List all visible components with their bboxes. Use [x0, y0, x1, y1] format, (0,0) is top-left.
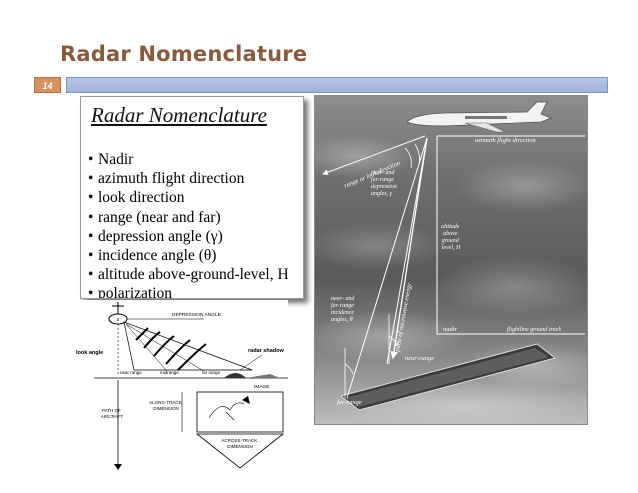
aircraft-icon	[406, 101, 553, 133]
slide-title: Radar Nomenclature	[60, 42, 308, 66]
label-near-range-ground: near range	[120, 370, 142, 375]
label-theta: θ	[395, 340, 399, 348]
label-gamma: γ	[419, 154, 422, 162]
title-bar	[66, 77, 608, 93]
bullet-incidence-angle: incidence angle (θ)	[88, 246, 289, 265]
label-far-range-ground: far range	[202, 370, 221, 375]
label-far-range: far-range	[337, 399, 362, 406]
label-nadir: nadir	[443, 326, 458, 333]
label-along-track: ALONG-TRACK DIMENSION	[149, 400, 183, 411]
across-track-arrow	[195, 433, 285, 469]
bullet-range: range (near and far)	[88, 208, 289, 227]
bullet-list: Nadir azimuth flight direction look dire…	[88, 150, 289, 298]
label-path-of-aircraft: PATH OF AIRCRAFT	[101, 408, 124, 419]
svg-text:x: x	[117, 317, 120, 323]
image-box	[196, 391, 284, 433]
label-depression-angle: DEPRESSION ANGLE	[172, 312, 221, 318]
look-angle-diagram: x DEPRESSION ANGLE look angle radar shad…	[74, 300, 288, 470]
label-ground-track: flightline ground track	[507, 326, 561, 333]
bullet-look-direction: look direction	[88, 188, 289, 207]
bullet-depression-angle: depression angle (γ)	[88, 227, 289, 246]
radar-geometry-diagram: azimuth flight direction range or look d…	[314, 95, 588, 425]
label-depression-block: near- and far-range depression angles, γ	[371, 170, 398, 197]
pulse-arrow	[390, 137, 428, 360]
panel-title: Radar Nomenclature	[91, 103, 267, 127]
bullet-panel: Radar Nomenclature Nadir azimuth flight …	[80, 96, 304, 299]
label-across-track: ACROSS-TRACK DIMENSION	[221, 438, 258, 449]
label-azimuth: azimuth flight direction	[475, 137, 536, 144]
bullet-nadir: Nadir	[88, 150, 289, 169]
aircraft-topview-icon: x	[108, 302, 128, 325]
radar-geometry-svg: azimuth flight direction range or look d…	[315, 96, 587, 424]
label-incidence-block: near- and far-range incidence angles, θ	[331, 296, 356, 323]
label-image: IMAGE	[254, 384, 269, 390]
bullet-azimuth: azimuth flight direction	[88, 169, 289, 188]
label-look-angle: look angle	[76, 350, 103, 356]
page-number-badge: 14	[34, 77, 61, 93]
bullet-polarization: polarization	[88, 284, 289, 298]
look-angle-svg: x DEPRESSION ANGLE look angle radar shad…	[76, 302, 288, 470]
bullet-altitude: altitude above-ground-level, H	[88, 265, 289, 284]
label-radar-shadow: radar shadow	[248, 348, 284, 354]
terrain-hill	[224, 373, 246, 378]
label-midrange: midrange	[160, 370, 179, 375]
label-altitude-block: altitude above ground level, H	[441, 224, 461, 251]
look-direction-arrow	[322, 135, 426, 176]
label-near-range: near-range	[405, 355, 434, 362]
